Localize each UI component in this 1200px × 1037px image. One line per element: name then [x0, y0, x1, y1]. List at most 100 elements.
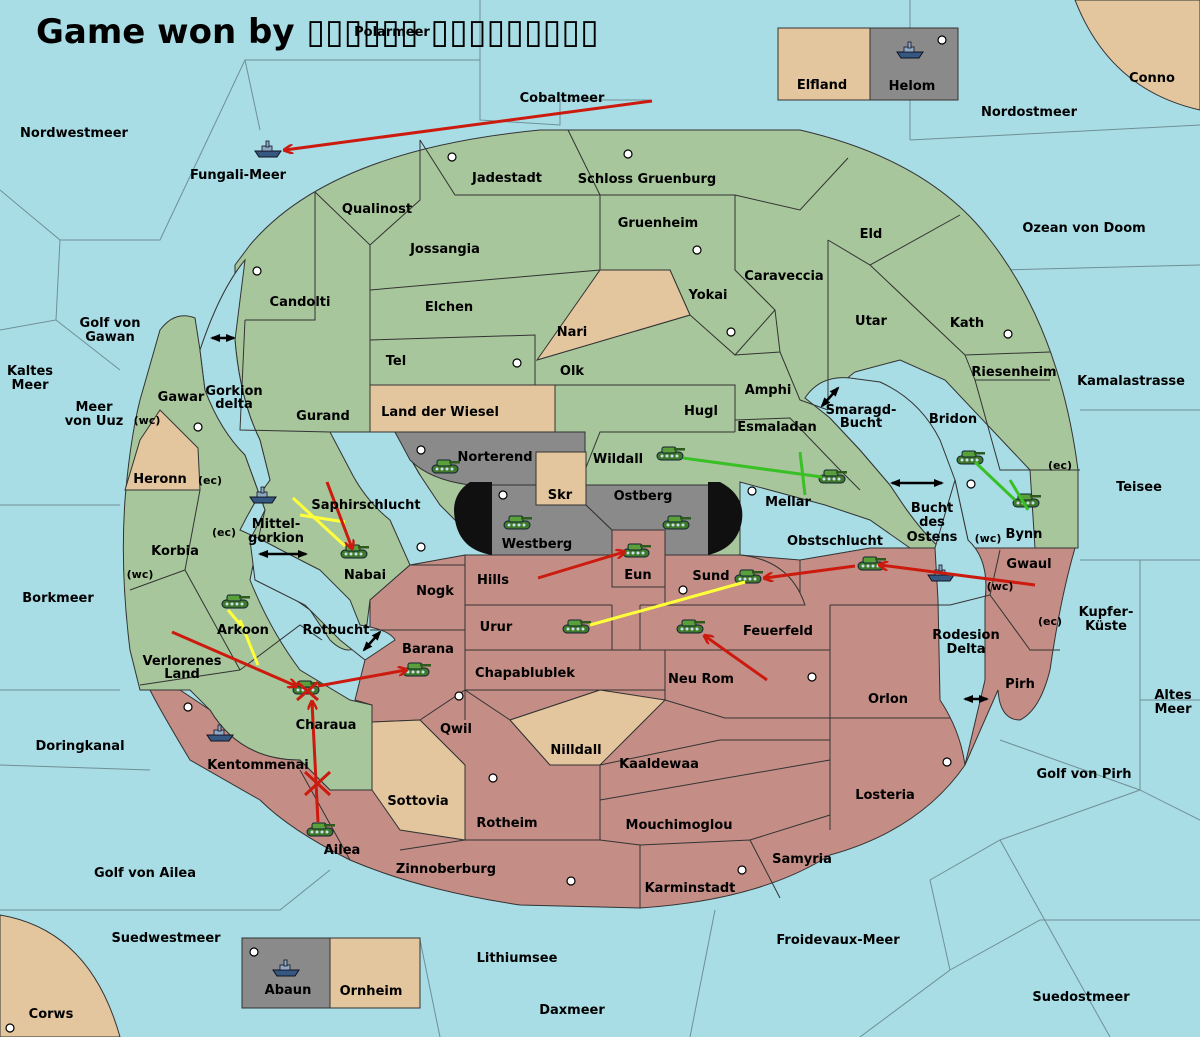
- label-korbia: Korbia: [151, 544, 199, 559]
- label-land-wiesel: Land der Wiesel: [381, 405, 499, 420]
- label-riesenheim: Riesenheim: [971, 365, 1056, 380]
- label-gorkion-1: Gorkion: [205, 384, 262, 399]
- label-elfland: Elfland: [797, 78, 847, 93]
- label-obstschlucht: Obstschlucht: [787, 534, 883, 549]
- label-nordwestmeer: Nordwestmeer: [20, 126, 128, 141]
- label-doringkanal: Doringkanal: [35, 739, 124, 754]
- label-coast-ec2: (ec): [1048, 459, 1072, 472]
- label-ostberg: Ostberg: [614, 489, 673, 504]
- orders: [171, 99, 1036, 823]
- label-bucht-3: Ostens: [907, 530, 958, 545]
- label-bucht-2: des: [919, 515, 945, 530]
- label-kupfer-2: Küste: [1085, 619, 1127, 634]
- label-feuerfeld: Feuerfeld: [743, 624, 813, 639]
- label-teisee: Teisee: [1116, 480, 1162, 495]
- label-coast-ec4: (ec): [1038, 615, 1062, 628]
- label-arkoon: Arkoon: [217, 623, 269, 638]
- label-coast-ec1: (ec): [198, 474, 222, 487]
- label-altes-2: Meer: [1155, 702, 1193, 717]
- label-conno: Conno: [1129, 71, 1175, 86]
- territory-conno[interactable]: [1074, 0, 1200, 111]
- label-yokai: Yokai: [687, 288, 727, 303]
- label-gruenheim: Gruenheim: [618, 216, 698, 231]
- label-lithiumsee: Lithiumsee: [477, 951, 558, 966]
- label-sund: Sund: [692, 569, 729, 584]
- adjacency-arrows: [210, 334, 989, 703]
- label-sottovia: Sottovia: [387, 794, 448, 809]
- label-eun: Eun: [624, 568, 651, 583]
- impassable-cap-east: [708, 482, 743, 555]
- label-zinnoberburg: Zinnoberburg: [396, 862, 496, 877]
- label-nabai: Nabai: [344, 568, 386, 583]
- label-kupfer-1: Kupfer-: [1079, 605, 1134, 620]
- label-nari: Nari: [557, 325, 588, 340]
- label-altes-1: Altes: [1154, 688, 1192, 703]
- sea-gorkion: [199, 258, 396, 661]
- label-charaua: Charaua: [296, 718, 357, 733]
- label-verlorenes-2: Land: [164, 667, 200, 682]
- label-utar: Utar: [855, 314, 888, 329]
- label-ozean: Ozean von Doom: [1022, 221, 1145, 236]
- label-kaltes-2: Meer: [12, 378, 50, 393]
- label-bynn: Bynn: [1006, 527, 1043, 542]
- territory-helom[interactable]: [869, 27, 959, 101]
- label-suedwestmeer: Suedwestmeer: [111, 931, 221, 946]
- label-polarmeer: Polarmeer: [354, 25, 430, 40]
- territory-nilldall[interactable]: [509, 689, 667, 766]
- label-skr: Skr: [548, 488, 573, 503]
- label-westberg: Westberg: [502, 537, 572, 552]
- label-golf-gawan-1: Golf von: [80, 316, 141, 331]
- label-meer-uuz-1: Meer: [76, 400, 114, 415]
- label-amphi: Amphi: [745, 383, 792, 398]
- label-eld: Eld: [860, 227, 883, 242]
- label-verlorenes-1: Verlorenes: [142, 654, 221, 669]
- label-mellar: Mellar: [765, 495, 811, 510]
- label-corws: Corws: [29, 1007, 74, 1022]
- label-ornheim: Ornheim: [340, 984, 403, 999]
- label-olk: Olk: [560, 364, 585, 379]
- label-abaun: Abaun: [265, 983, 312, 998]
- territory-nari[interactable]: [535, 269, 691, 361]
- territory-heronn[interactable]: [124, 409, 201, 491]
- label-losteria: Losteria: [855, 788, 915, 803]
- label-golf-gawan-2: Gawan: [85, 330, 134, 345]
- label-neurom: Neu Rom: [668, 672, 734, 687]
- label-coast-wc1: (wc): [134, 414, 161, 427]
- label-jossangia: Jossangia: [409, 242, 480, 257]
- label-qwil: Qwil: [440, 722, 472, 737]
- label-suedostmeer: Suedostmeer: [1032, 990, 1130, 1005]
- label-urur: Urur: [480, 620, 513, 635]
- label-daxmeer: Daxmeer: [539, 1003, 605, 1018]
- label-mittel-2: gorkion: [248, 531, 304, 546]
- label-samyria: Samyria: [772, 852, 832, 867]
- label-tel: Tel: [386, 354, 406, 369]
- label-gurand: Gurand: [296, 409, 350, 424]
- sea-smaragd: [804, 377, 969, 549]
- label-schloss: Schloss Gruenburg: [578, 172, 716, 187]
- label-candolti: Candolti: [270, 295, 331, 310]
- label-bucht-1: Bucht: [911, 501, 953, 516]
- label-hills: Hills: [477, 573, 509, 588]
- label-gorkion-2: delta: [215, 397, 253, 412]
- label-coast-wc4: (wc): [987, 580, 1014, 593]
- label-coast-ec3: (ec): [212, 526, 236, 539]
- label-nordostmeer: Nordostmeer: [981, 105, 1078, 120]
- label-froidevaux: Froidevaux-Meer: [776, 933, 900, 948]
- supply-centers: [5, 35, 1013, 1033]
- territory-sottovia[interactable]: [371, 719, 466, 841]
- label-rotheim: Rotheim: [476, 816, 537, 831]
- label-coast-wc2: (wc): [975, 532, 1002, 545]
- label-borkmeer: Borkmeer: [22, 591, 94, 606]
- impassable-cap-west: [454, 482, 492, 555]
- borders-red: [299, 530, 1060, 908]
- label-kentommenai: Kentommenai: [207, 758, 308, 773]
- label-chapablublek: Chapablublek: [475, 666, 575, 681]
- label-wildall: Wildall: [593, 452, 643, 467]
- game-title: Game won by ▯▯▯▯▯▯ ▯▯▯▯▯▯▯▯▯: [36, 12, 599, 52]
- label-mouchimoglou: Mouchimoglou: [626, 818, 733, 833]
- label-helom: Helom: [889, 79, 936, 94]
- label-golf-ailea: Golf von Ailea: [94, 866, 196, 881]
- label-caraveccia: Caraveccia: [744, 269, 823, 284]
- label-meer-uuz-2: von Uuz: [65, 414, 124, 429]
